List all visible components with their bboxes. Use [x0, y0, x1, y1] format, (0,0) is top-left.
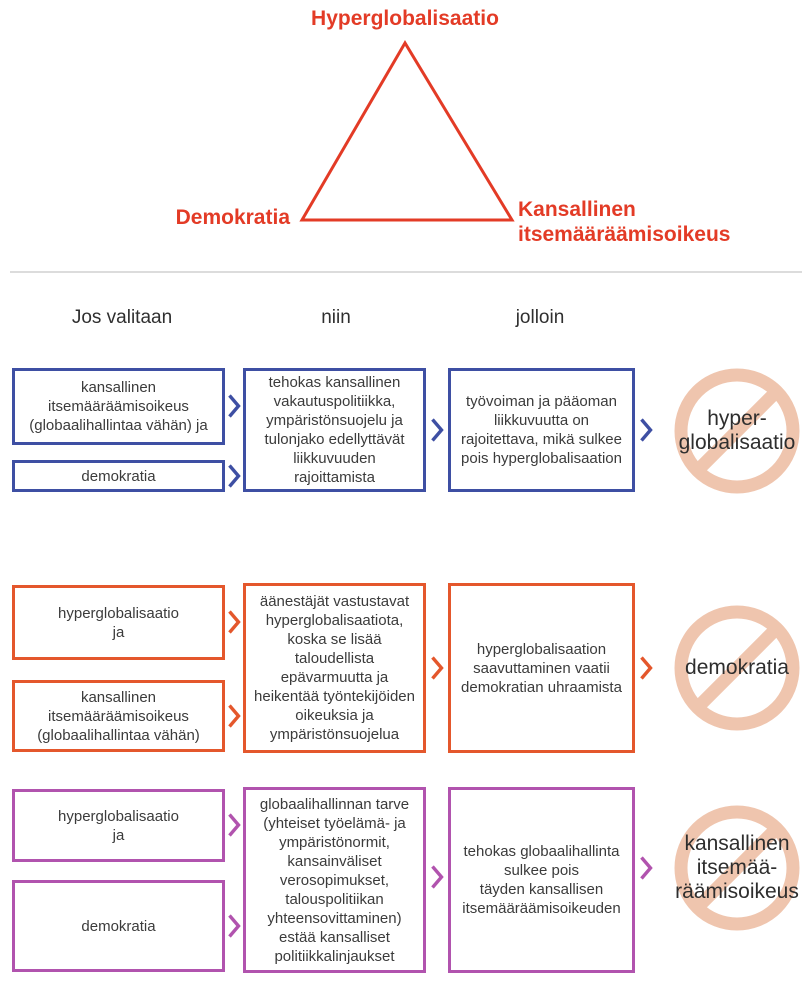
chevron-right-icon	[639, 855, 653, 881]
excluded-option: kansallinen itsemää- räämisoikeus	[669, 800, 805, 936]
consequence-box: globaalihallinnan tarve (yhteiset työelä…	[243, 787, 426, 973]
choice-box: demokratia	[12, 880, 225, 972]
chevron-right-icon	[430, 864, 444, 890]
chevron-right-icon	[227, 703, 241, 729]
choice-box: hyperglobalisaatio ja	[12, 585, 225, 660]
chevron-right-icon	[227, 609, 241, 635]
outcome-box: hyperglobalisaation saavuttaminen vaatii…	[448, 583, 635, 753]
chevron-right-icon	[430, 655, 444, 681]
no-entry-icon	[674, 805, 800, 931]
chevron-right-icon	[227, 913, 241, 939]
column-header-whereby: jolloin	[515, 307, 565, 328]
no-entry-icon	[674, 368, 800, 494]
choice-box: kansallinen itsemääräämisoikeus (globaal…	[12, 680, 225, 752]
excluded-label: demokratia	[685, 656, 789, 679]
outcome-box: tehokas globaalihallinta sulkee pois täy…	[448, 787, 635, 973]
excluded-label: kansallinen itsemää- räämisoikeus	[675, 832, 799, 903]
outcome-box: työvoiman ja pääoman liikkuvuutta on raj…	[448, 368, 635, 492]
triangle-label-democracy: Demokratia	[175, 206, 290, 229]
consequence-box: äänestäjät vastustavat hyperglobalisaati…	[243, 583, 426, 753]
choice-box: kansallinen itsemääräämisoikeus (globaal…	[12, 368, 225, 445]
column-header-then: niin	[321, 307, 351, 328]
chevron-right-icon	[639, 417, 653, 443]
no-entry-icon	[674, 605, 800, 731]
chevron-right-icon	[639, 655, 653, 681]
chevron-right-icon	[227, 812, 241, 838]
triangle-icon	[299, 40, 515, 222]
excluded-label: hyper- globalisaatio	[678, 407, 796, 454]
excluded-option: hyper- globalisaatio	[669, 363, 805, 499]
choice-box: demokratia	[12, 460, 225, 492]
chevron-right-icon	[227, 393, 241, 419]
section-divider	[10, 271, 802, 273]
chevron-right-icon	[430, 417, 444, 443]
chevron-right-icon	[227, 463, 241, 489]
excluded-option: demokratia	[669, 600, 805, 736]
consequence-box: tehokas kansallinen vakautuspolitiikka, …	[243, 368, 426, 492]
column-header-if-chosen: Jos valitaan	[71, 307, 173, 328]
triangle-label-hyperglobalisation: Hyperglobalisaatio	[311, 7, 499, 30]
choice-box: hyperglobalisaatio ja	[12, 789, 225, 862]
triangle-label-national-self-determination: Kansallinen itsemääräämisoikeus	[518, 198, 731, 246]
